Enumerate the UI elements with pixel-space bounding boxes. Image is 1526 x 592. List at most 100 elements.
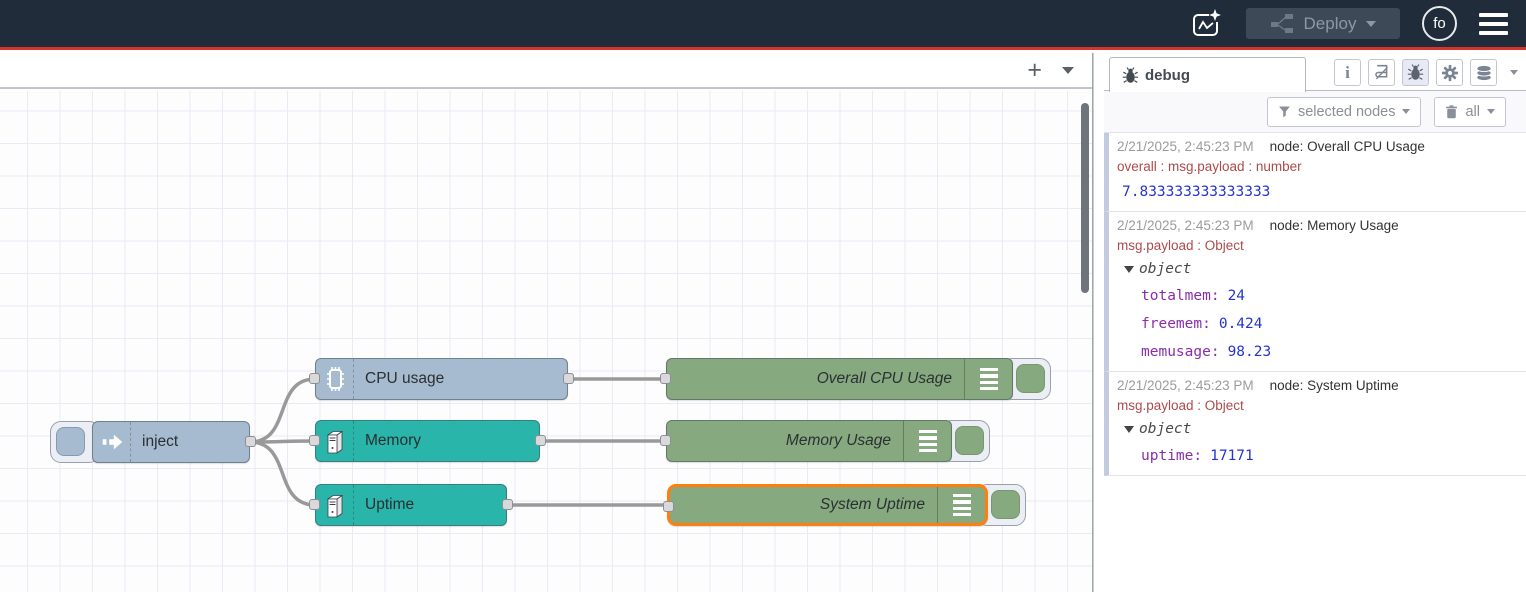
- canvas-scrollbar[interactable]: [1081, 103, 1089, 293]
- field-key: freemem:: [1141, 316, 1211, 332]
- add-flow-button[interactable]: +: [1027, 56, 1042, 84]
- flow-workspace: + inject: [0, 53, 1092, 592]
- tab-config-nodes[interactable]: [1436, 59, 1463, 86]
- field-value: 24: [1227, 288, 1246, 304]
- memory-input-port[interactable]: [309, 435, 320, 446]
- object-label: object: [1139, 421, 1192, 437]
- object-field: freemem: 0.424: [1117, 310, 1520, 338]
- field-value: 98.23: [1227, 344, 1272, 360]
- bug-icon: [1122, 66, 1139, 83]
- filter-funnel-icon: [1279, 106, 1290, 118]
- field-value: 17171: [1210, 448, 1254, 464]
- debug-console-icon: [964, 359, 1012, 399]
- clear-caret-icon: [1487, 109, 1495, 114]
- field-key: totalmem:: [1141, 288, 1220, 304]
- debug-sidebar: debug i: [1104, 53, 1526, 592]
- cpu-chip-icon: [316, 359, 354, 399]
- tab-context-data[interactable]: [1470, 59, 1497, 86]
- node-memory[interactable]: Memory: [309, 420, 546, 462]
- wire-inject-cpu[interactable]: [248, 377, 317, 444]
- debug-input-port[interactable]: [663, 501, 674, 512]
- info-icon: i: [1345, 62, 1350, 82]
- user-avatar[interactable]: fo: [1422, 6, 1457, 41]
- inject-arrow-icon: [93, 422, 131, 462]
- book-icon: [1375, 64, 1388, 80]
- message-number-value: 7.833333333333333: [1122, 184, 1271, 200]
- database-icon: [1475, 64, 1492, 81]
- collapse-caret-icon: [1124, 265, 1134, 273]
- message-source-node: node: System Uptime: [1269, 378, 1399, 393]
- filter-caret-icon: [1402, 109, 1411, 114]
- object-field: uptime:17171: [1117, 442, 1520, 470]
- debug-message[interactable]: 2/21/2025, 2:45:23 PM node: System Uptime…: [1104, 372, 1526, 476]
- uptime-input-port[interactable]: [309, 499, 320, 510]
- node-debug-system-uptime[interactable]: System Uptime: [663, 484, 988, 526]
- sidebar-icon-buttons: i: [1334, 59, 1518, 86]
- field-value: 0.424: [1218, 316, 1263, 332]
- wire-inject-uptime[interactable]: [248, 440, 317, 507]
- clear-button-label: all: [1465, 103, 1480, 120]
- inject-output-port[interactable]: [245, 436, 256, 447]
- deploy-button[interactable]: Deploy: [1246, 8, 1400, 39]
- server-tower-icon: [316, 485, 354, 525]
- tab-debug-label: debug: [1145, 66, 1190, 84]
- menu-icon[interactable]: [1479, 12, 1508, 35]
- avatar-initials: fo: [1433, 15, 1446, 32]
- message-source-node: node: Overall CPU Usage: [1269, 139, 1425, 154]
- message-timestamp: 2/21/2025, 2:45:23 PM: [1117, 139, 1254, 154]
- flow-list-caret-icon[interactable]: [1062, 66, 1074, 74]
- node-label: CPU usage: [365, 370, 445, 387]
- message-property-path: msg.payload : Object: [1117, 238, 1244, 253]
- object-label: object: [1139, 261, 1192, 277]
- debug-console-icon: [903, 421, 951, 461]
- node-debug-memory-usage[interactable]: Memory Usage: [660, 420, 952, 462]
- deploy-caret-icon[interactable]: [1366, 20, 1377, 27]
- debug-message-list: 2/21/2025, 2:45:23 PM node: Overall CPU U…: [1104, 133, 1526, 476]
- debug-toolbar: selected nodes all: [1104, 91, 1526, 133]
- tab-debug[interactable]: debug: [1109, 57, 1306, 92]
- debug-toggle-button[interactable]: [976, 484, 1026, 526]
- debug-input-port[interactable]: [660, 373, 671, 384]
- debug-message[interactable]: 2/21/2025, 2:45:23 PM node: Overall CPU U…: [1104, 133, 1526, 212]
- assistant-button[interactable]: [1188, 6, 1224, 42]
- server-tower-icon: [316, 421, 354, 461]
- field-key: memusage:: [1141, 344, 1220, 360]
- object-field: totalmem: 24: [1117, 282, 1520, 310]
- node-cpu-usage[interactable]: CPU usage: [309, 358, 574, 400]
- wires-layer: [248, 377, 669, 507]
- tab-debug-icon-button[interactable]: [1402, 59, 1429, 86]
- node-label: Memory Usage: [785, 432, 891, 449]
- object-expander[interactable]: object: [1117, 416, 1520, 442]
- cpu-input-port[interactable]: [309, 373, 320, 384]
- deploy-label: Deploy: [1303, 13, 1357, 33]
- message-property-path: msg.payload : Object: [1117, 398, 1244, 413]
- node-inject[interactable]: inject: [92, 421, 256, 463]
- memory-output-port[interactable]: [535, 435, 546, 446]
- node-label: System Uptime: [819, 496, 925, 513]
- object-field: memusage: 98.23: [1117, 338, 1520, 366]
- node-label: Uptime: [365, 496, 415, 513]
- tab-info[interactable]: i: [1334, 59, 1361, 86]
- object-expander[interactable]: object: [1117, 256, 1520, 282]
- node-label: Memory: [365, 432, 421, 449]
- node-label: inject: [142, 433, 179, 450]
- assistant-icon: [1193, 8, 1223, 36]
- message-timestamp: 2/21/2025, 2:45:23 PM: [1117, 378, 1254, 393]
- bug-icon: [1407, 64, 1424, 80]
- clear-all-button[interactable]: all: [1434, 96, 1506, 127]
- cpu-output-port[interactable]: [563, 373, 574, 384]
- debug-input-port[interactable]: [660, 435, 671, 446]
- flow-canvas[interactable]: inject CPU usage: [0, 91, 1092, 592]
- filter-button-label: selected nodes: [1297, 103, 1396, 120]
- sidebar-menu-caret-icon[interactable]: [1510, 70, 1518, 75]
- tab-help[interactable]: [1368, 59, 1395, 86]
- debug-console-icon: [937, 487, 985, 523]
- filter-selected-nodes-button[interactable]: selected nodes: [1266, 96, 1422, 127]
- node-uptime[interactable]: Uptime: [309, 484, 513, 526]
- node-debug-overall-cpu[interactable]: Overall CPU Usage: [660, 358, 1013, 400]
- node-label: Overall CPU Usage: [816, 370, 952, 387]
- sidebar-resize-handle[interactable]: [1092, 53, 1104, 592]
- message-source-node: node: Memory Usage: [1269, 218, 1399, 233]
- uptime-output-port[interactable]: [502, 499, 513, 510]
